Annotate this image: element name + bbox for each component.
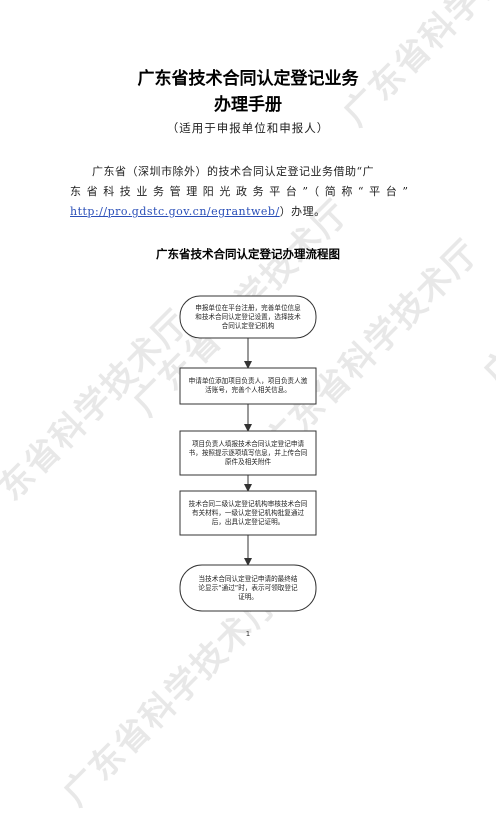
document-title-line2: 办理手册 — [214, 95, 282, 115]
flow-step-start: 申报单位在平台注册，完善单位信息和技术合同认定登记设置，选择技术合同认定登记机构 — [195, 303, 301, 330]
intro-line: 广东省（深圳市除外）的技术合同认定登记业务借助“广 — [92, 165, 375, 178]
intro-paragraph: 广东省（深圳市除外）的技术合同认定登记业务借助“广 东省科技业务管理阳光政务平台… — [70, 162, 426, 222]
platform-link[interactable]: http://pro.gdstc.gov.cn/egrantweb/ — [70, 205, 280, 218]
flow-step-2: 申请单位添加项目负责人，项目负责人激活账号，完善个人相关信息。 — [188, 377, 308, 394]
flow-step-4: 技术合同二级认定登记机构审核技术合同有关材料，一级认定登记机构批复通过后，出具认… — [188, 499, 308, 526]
document-title: 广东省技术合同认定登记业务 — [137, 69, 359, 89]
flow-step-box — [179, 564, 317, 612]
intro-suffix: ）办理。 — [279, 205, 326, 218]
document-subtitle: （适用于申报单位和申报人） — [166, 121, 330, 135]
flow-step-end: 当技术合同认定登记申请的最终结论显示“通过”时，表示可领取登记证明。 — [198, 574, 298, 601]
flowchart-diagram — [179, 295, 317, 612]
intro-line: http://pro.gdstc.gov.cn/egrantweb/）办理。 — [70, 202, 426, 222]
intro-line: 东省科技业务管理阳光政务平台”（简称“平台” — [70, 185, 414, 198]
flow-step-box — [179, 430, 317, 476]
flow-step-3: 项目负责人填报技术合同认定登记申请书，按照提示逐项填写信息，并上传合同原件及相关… — [188, 439, 308, 466]
flow-step-box — [179, 490, 317, 536]
page-number: 1 — [245, 630, 251, 638]
flowchart-title: 广东省技术合同认定登记办理流程图 — [156, 247, 340, 261]
